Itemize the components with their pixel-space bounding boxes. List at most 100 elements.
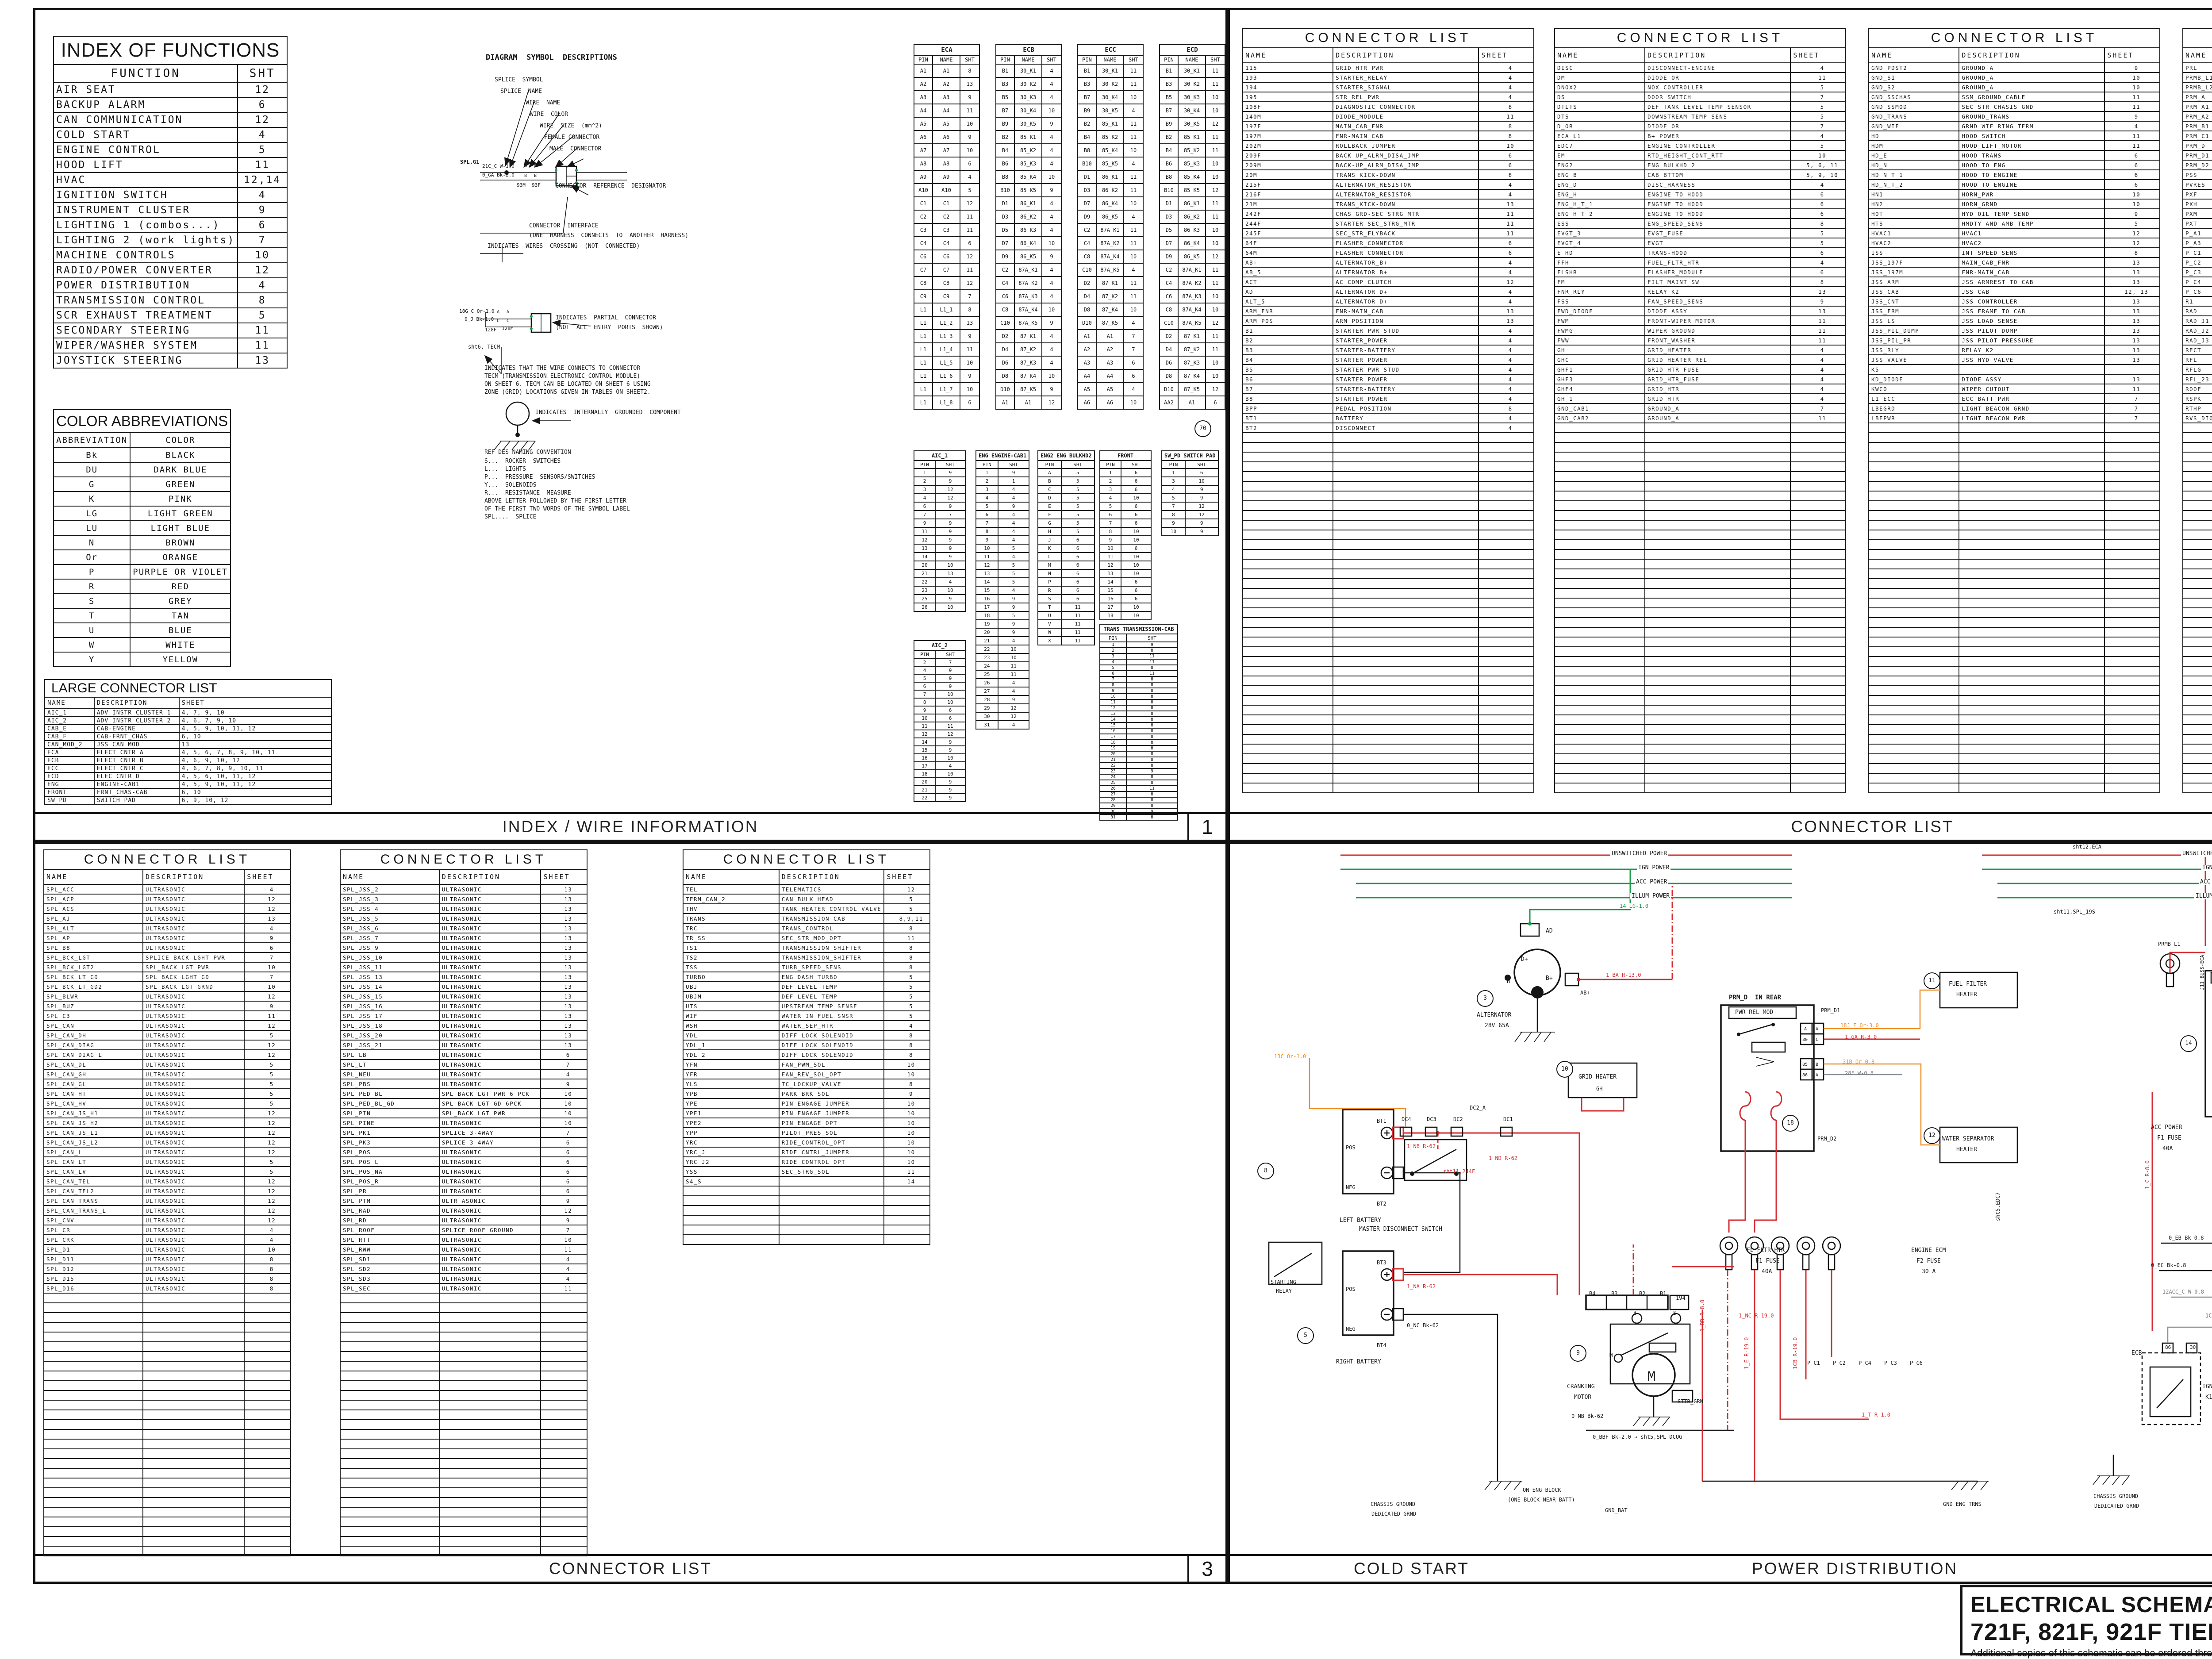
schematic-label: IGN PWR LATCH xyxy=(2202,1383,2212,1390)
column-header: PIN xyxy=(1077,55,1097,65)
table-row-empty xyxy=(1868,724,2160,735)
table-row-empty xyxy=(1868,685,2160,696)
schematic-label: P_C6 xyxy=(1910,1360,1923,1366)
table-row-empty xyxy=(1242,627,1534,637)
schematic-label: HEATER xyxy=(1956,991,1977,998)
table-row-empty xyxy=(1554,481,1846,492)
column-header: NAME xyxy=(1554,47,1645,63)
table-row: K5 xyxy=(1868,364,2160,375)
title-block-title: ELECTRICAL SCHEMATIC xyxy=(1970,1592,2212,1617)
column-header: SHT xyxy=(237,64,288,83)
schematic-label: P_C4 xyxy=(1859,1360,1871,1366)
table-row: P_C3B+ PWR FRM PRMD4 xyxy=(2182,267,2212,277)
table-row-empty xyxy=(1554,637,1846,647)
table-row: ROOFROOF TO CAB CONNECTION7, 11, 12 xyxy=(2182,384,2212,394)
table-row-empty xyxy=(2182,520,2212,530)
table-row-empty xyxy=(1242,530,1534,540)
schematic-label: WIRE SIZE (mm^2) xyxy=(540,123,602,129)
table-row-empty xyxy=(1242,666,1534,676)
table-row-empty xyxy=(1554,491,1846,501)
schematic-label: B xyxy=(1633,1310,1637,1316)
table-row-empty xyxy=(2182,461,2212,472)
table-row-empty xyxy=(1868,530,2160,540)
table-row: RAD_J1RADIO_POWER12 xyxy=(2182,315,2212,326)
column-header: NAME xyxy=(1096,55,1124,65)
table-title: AIC_2 xyxy=(914,640,966,651)
table-row-empty xyxy=(1554,685,1846,696)
zone-reference-circle: 12 xyxy=(1924,1127,1940,1144)
schematic-label: 85 xyxy=(1802,1062,1808,1067)
table-row-empty xyxy=(1554,724,1846,735)
title-block-note: Additional copies of this schematic can … xyxy=(1970,1647,2212,1659)
schematic-label: PRMB_L1 xyxy=(2158,941,2181,947)
table-row-empty xyxy=(1554,530,1846,540)
schematic-label: 93F xyxy=(532,182,541,188)
schematic-label: TECM (TRANSMISSION ELECTRONIC CONTROL MO… xyxy=(484,373,641,380)
schematic-label: 0_EC Bk-0.8 xyxy=(2151,1262,2186,1268)
schematic-label: 0_NB Bk-62 xyxy=(1571,1413,1604,1419)
table-row-empty xyxy=(340,1400,588,1410)
schematic-drawing: M xyxy=(1268,854,2212,1490)
schematic-label: sht6, TECM xyxy=(468,344,500,350)
table-row-empty xyxy=(1554,422,1846,433)
table-row: P_C4B+ PWR FRM PRMD4 xyxy=(2182,276,2212,287)
table-row-empty xyxy=(1554,607,1846,618)
schematic-label: 30 xyxy=(1802,1037,1808,1042)
panel-schematic: M xyxy=(1228,842,2212,1584)
table-row-empty xyxy=(1554,432,1846,443)
table-title: CONNECTOR LIST xyxy=(43,849,291,870)
zone-reference-circle: 11 xyxy=(1924,972,1940,989)
table-row-empty xyxy=(1868,607,2160,618)
schematic-label: B1 xyxy=(1660,1290,1667,1297)
table-row-empty xyxy=(1868,422,2160,433)
column-header: SHT xyxy=(1123,55,1144,65)
schematic-label: INDICATES INTERNALLY GROUNDED COMPONENT xyxy=(535,409,681,416)
table-row-empty xyxy=(1242,646,1534,657)
schematic-label: F1 FUSE xyxy=(1755,1258,1780,1264)
table-row-empty xyxy=(1868,452,2160,462)
panel1-footer: INDEX / WIRE INFORMATION 1 xyxy=(35,812,1225,840)
